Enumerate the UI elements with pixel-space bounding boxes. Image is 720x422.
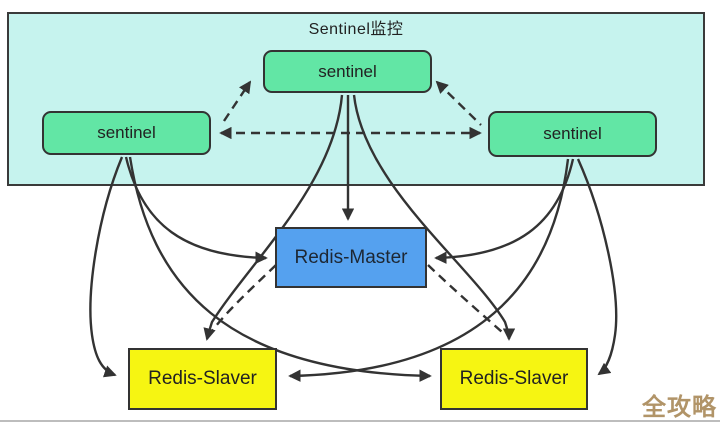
- edge-master-slaverleft: [211, 264, 277, 332]
- bottom-edge-divider: [0, 420, 720, 422]
- node-redis-master-label: Redis-Master: [294, 246, 408, 268]
- group-title: Sentinel监控: [308, 21, 404, 38]
- edge-sentineltop-slaverright: [352, 94, 516, 341]
- node-sentinel-top-label: sentinel: [318, 61, 377, 81]
- node-redis-slaver-right: Redis-Slaver: [440, 348, 588, 410]
- node-sentinel-left-label: sentinel: [97, 123, 156, 142]
- edge-sentinelright-slaverleft: [288, 158, 570, 383]
- node-redis-slaver-right-label: Redis-Slaver: [459, 368, 569, 389]
- node-redis-slaver-left: Redis-Slaver: [128, 348, 277, 410]
- edge-sentinelleft-master: [124, 156, 268, 264]
- node-sentinel-right: sentinel: [488, 111, 657, 157]
- edge-sentinel-top-left: [223, 80, 252, 122]
- node-sentinel-right-label: sentinel: [543, 124, 602, 143]
- edge-sentinelright-slaverright: [576, 158, 618, 376]
- node-redis-master: Redis-Master: [275, 227, 427, 288]
- sentinel-monitor-group: Sentinel监控: [7, 12, 705, 186]
- node-redis-slaver-left-label: Redis-Slaver: [148, 368, 257, 389]
- node-sentinel-left: sentinel: [42, 111, 211, 155]
- edge-sentinelleft-slaverleft: [89, 156, 124, 378]
- edge-master-slaverright: [427, 264, 503, 333]
- edge-sentinelright-master: [434, 158, 575, 264]
- edge-sentineltop-slaverleft: [203, 94, 344, 341]
- watermark-text: 全攻略: [642, 394, 717, 421]
- node-sentinel-top: sentinel: [263, 50, 432, 93]
- edge-sentinel-top-right: [435, 80, 482, 126]
